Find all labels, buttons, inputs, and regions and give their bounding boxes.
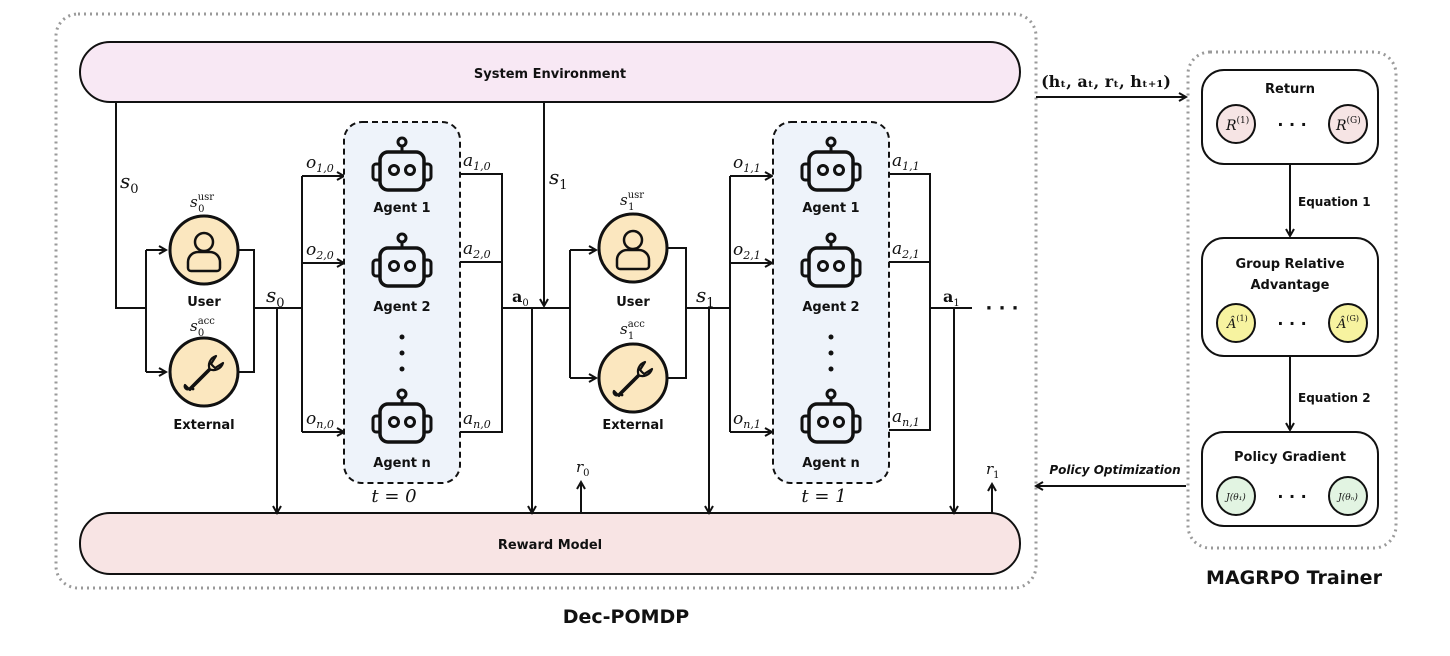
gradient-last: J(θₙ) [1336,492,1358,503]
external-source-1[interactable] [597,342,669,414]
policy-optimization-label: Policy Optimization [1049,463,1180,477]
external-label-0: External [173,418,234,433]
merged-state-0: s0 [266,283,285,311]
system-environment-box[interactable] [79,41,1021,103]
policy-gradient-block[interactable]: Policy Gradient J(θ₁) J(θₙ) · · · [1201,431,1379,527]
user-label-1: User [616,295,650,310]
system-environment-label: System Environment [474,67,626,82]
obs-1-0: o1,0 [306,153,334,175]
obs-2-0: o2,0 [306,240,334,262]
policy-gradient-title: Policy Gradient [1234,450,1346,465]
external-source-0[interactable] [168,336,240,408]
gradient-ellipsis: · · · [1277,487,1306,506]
advantage-first: Â(1) [1226,314,1248,332]
reward-model-box[interactable] [79,512,1021,575]
advantage-title-2: Advantage [1251,278,1330,293]
trainer-title: MAGRPO Trainer [1206,567,1383,589]
equation-2-label: Equation 2 [1298,391,1371,405]
external-label-1: External [602,418,663,433]
timestep-label-1: t = 1 [801,486,846,507]
transition-tuple: (hₜ, aₜ, rₜ, hₜ₊₁) [1041,72,1171,91]
joint-action-1: a1 [943,287,960,309]
act-1-0: a1,0 [463,151,491,173]
return-block[interactable]: Return R(1) R(G) · · · [1201,69,1379,165]
obs-n-1: on,1 [733,409,761,431]
timestep-label-0: t = 0 [371,486,416,507]
agent-group-0 [343,121,461,484]
obs-n-0: on,0 [306,409,334,431]
equation-1-label: Equation 1 [1298,195,1371,209]
dec-pomdp-panel [54,12,1038,590]
act-n-1: an,1 [892,407,920,429]
act-2-0: a2,0 [463,239,491,261]
advantage-block[interactable]: Group Relative Advantage Â(1) Â(G) · · · [1201,237,1379,357]
obs-2-1: o2,1 [733,240,761,262]
user-source-1[interactable] [597,212,669,284]
return-first: R(1) [1225,115,1249,134]
agent-n-1-label: Agent n [802,456,859,471]
agent-1-0-label: Agent 1 [373,201,430,216]
user-source-0[interactable] [168,214,240,286]
reward-model-label: Reward Model [498,538,602,553]
env-state-s1: s1 [549,165,568,193]
agent-n-0-label: Agent n [373,456,430,471]
agent-group-1 [772,121,890,484]
agent-1-1-label: Agent 1 [802,201,859,216]
user-label-0: User [187,295,221,310]
agent-2-0-label: Agent 2 [373,300,430,315]
obs-1-1: o1,1 [733,153,761,175]
act-2-1: a2,1 [892,239,920,261]
reward-0: r0 [576,458,590,479]
continuation-ellipsis: · · · [985,298,1018,319]
merged-state-1: s1 [696,283,715,311]
return-last: R(G) [1335,115,1361,134]
env-state-s0: s0 [120,169,139,197]
advantage-title-1: Group Relative [1235,257,1344,272]
joint-action-0: a0 [512,287,529,309]
advantage-last: Â(G) [1336,314,1359,332]
reward-1: r1 [986,460,1000,481]
gradient-first: J(θ₁) [1224,492,1246,503]
return-ellipsis: · · · [1277,115,1306,134]
advantage-ellipsis: · · · [1277,314,1306,333]
dec-pomdp-title: Dec-POMDP [563,606,690,628]
act-1-1: a1,1 [892,151,920,173]
return-title: Return [1265,82,1315,97]
act-n-0: an,0 [463,409,491,431]
agent-2-1-label: Agent 2 [802,300,859,315]
